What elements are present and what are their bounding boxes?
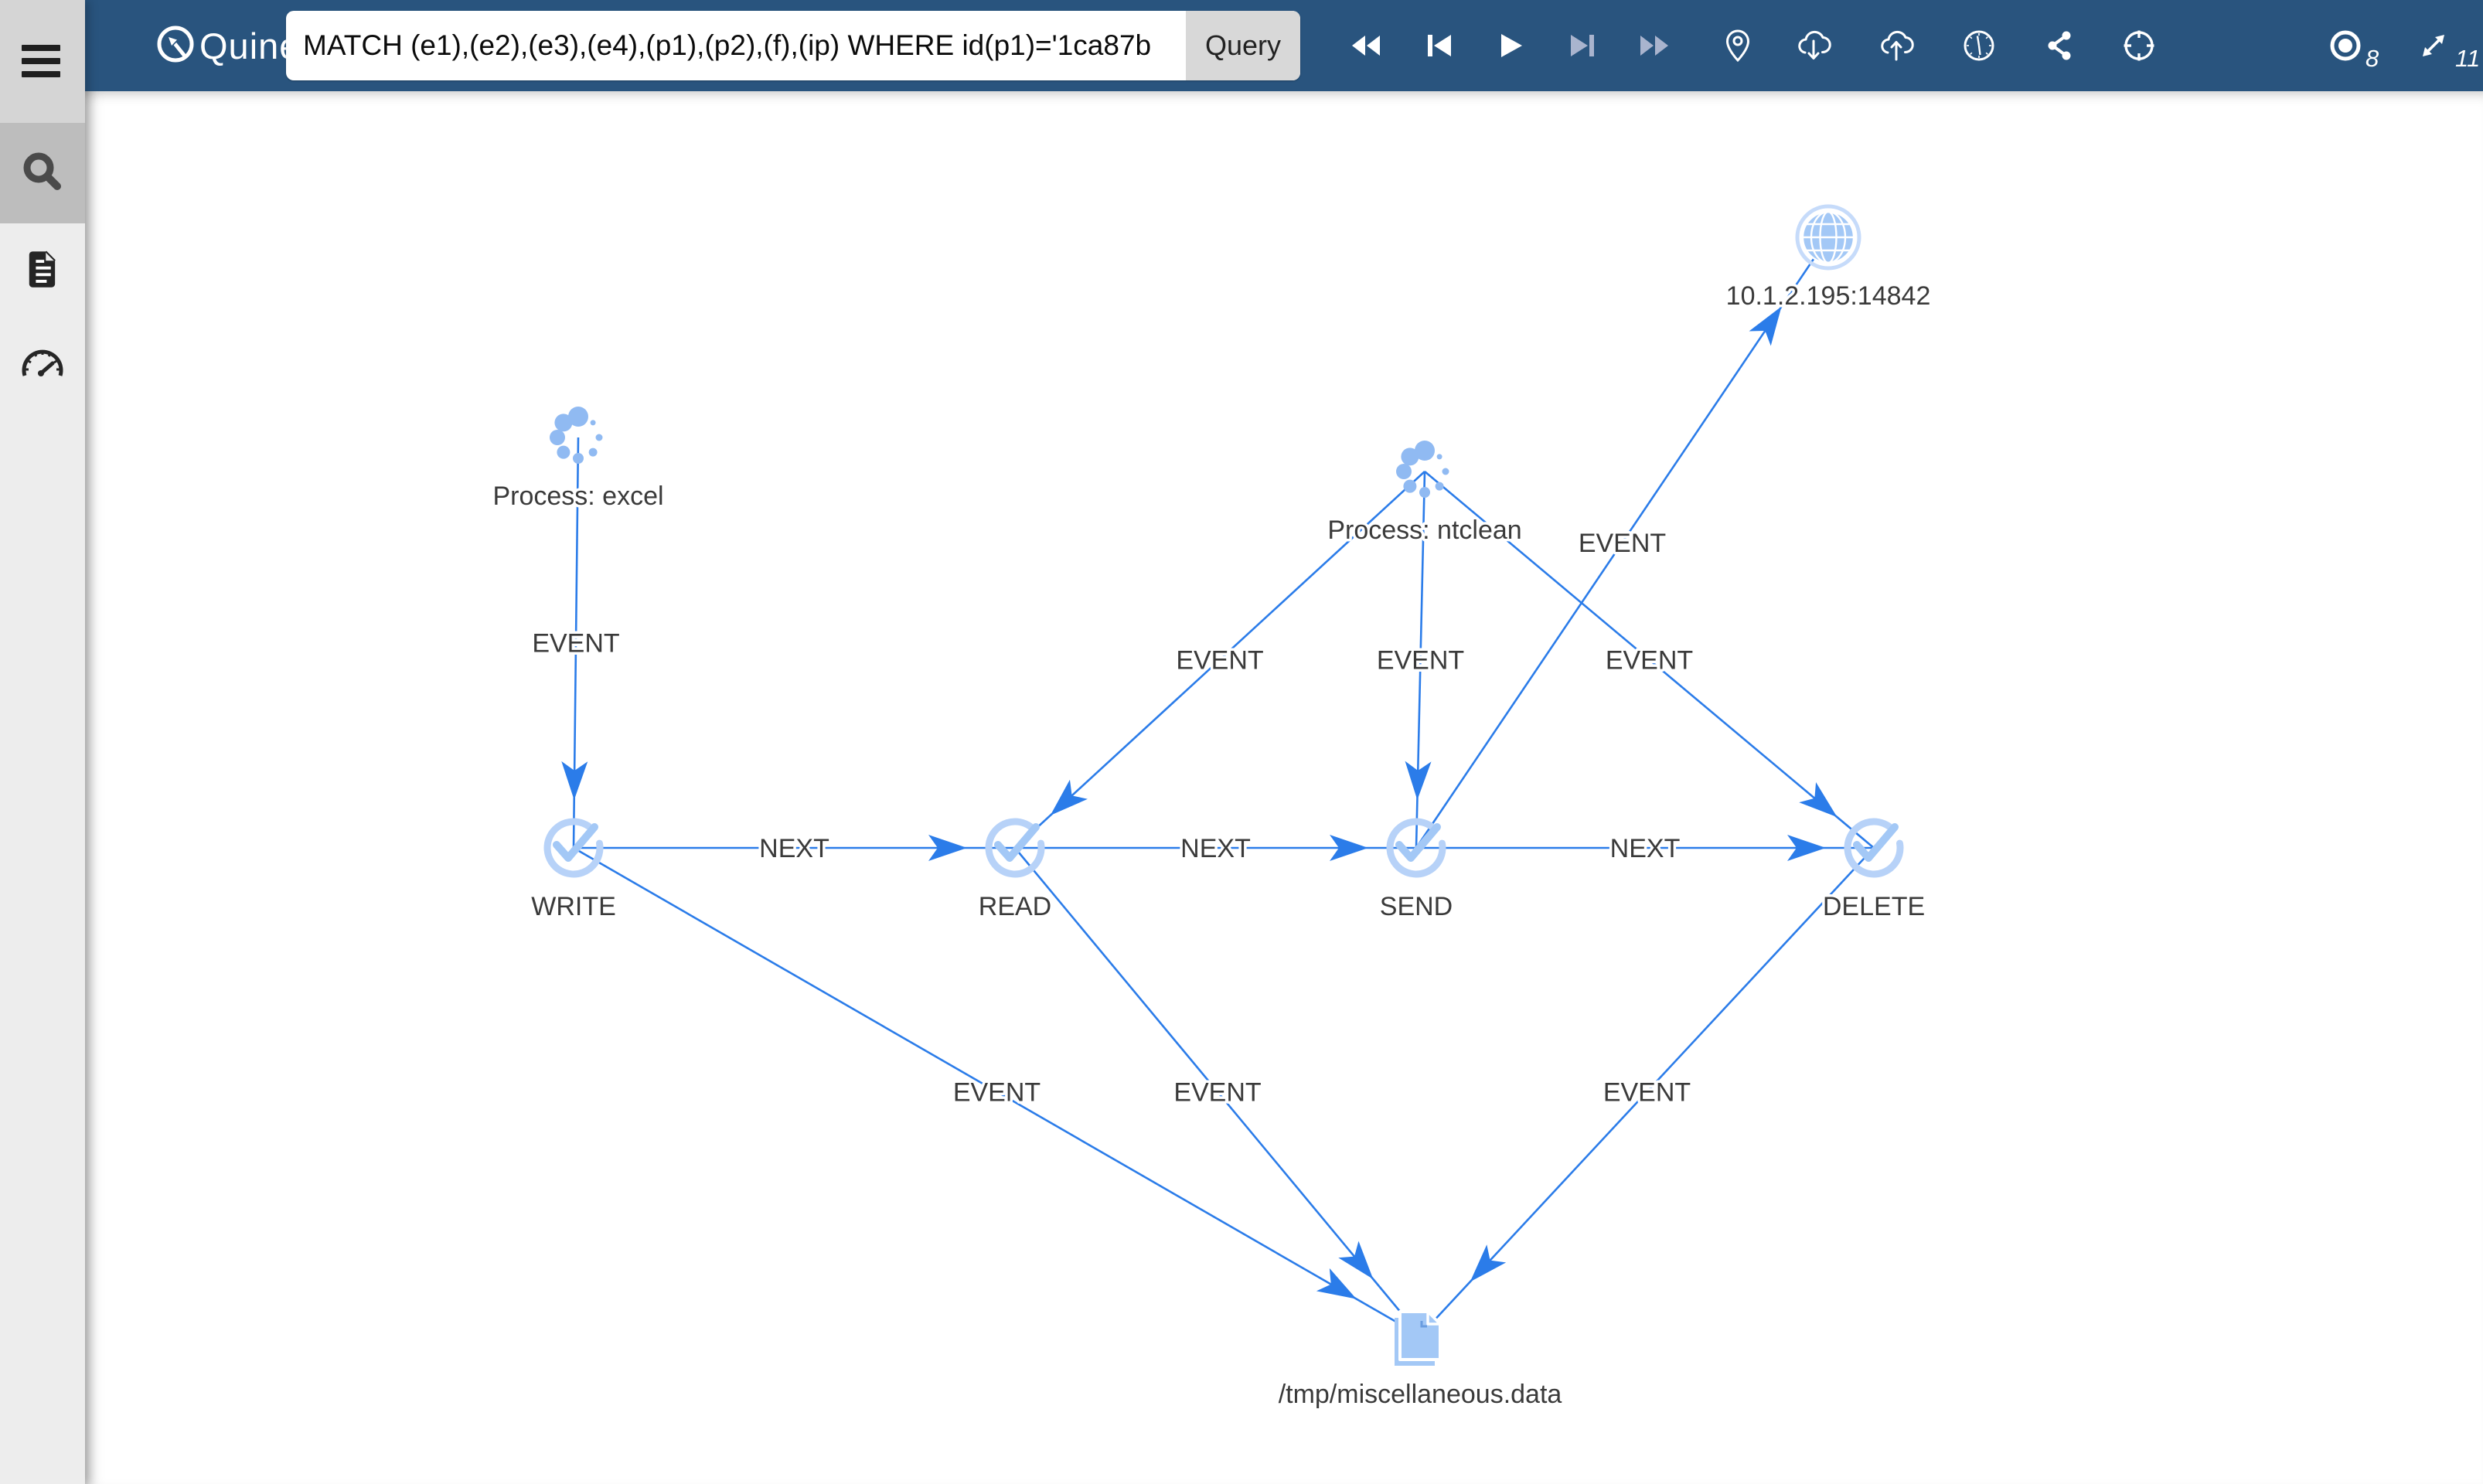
- file-icon: [1395, 1310, 1442, 1366]
- graph-edge: EVENT: [1419, 847, 1875, 1336]
- rewind-icon[interactable]: [1345, 26, 1385, 66]
- graph-edge: EVENT: [1415, 237, 1830, 849]
- graph-node-e2[interactable]: READ: [976, 818, 1054, 924]
- edge-arrowhead: [1338, 1241, 1374, 1279]
- edge-arrowhead: [928, 835, 967, 861]
- query-bar: Query: [286, 11, 1300, 80]
- graph-node-ip[interactable]: 10.1.2.195:14842: [1723, 204, 1933, 314]
- node-label: READ: [979, 892, 1051, 921]
- edge-arrowhead: [1330, 835, 1368, 861]
- node-label: /tmp/miscellaneous.data: [1279, 1380, 1562, 1409]
- query-button[interactable]: Query: [1186, 11, 1300, 80]
- graph-node-f[interactable]: /tmp/miscellaneous.data: [1276, 1310, 1565, 1412]
- node-label: DELETE: [1823, 892, 1925, 921]
- cloud-download-icon[interactable]: [1793, 26, 1834, 66]
- left-sidebar: [0, 0, 85, 1484]
- edge-arrowhead: [1050, 779, 1088, 816]
- expand-edge-count-icon[interactable]: [2413, 26, 2454, 66]
- play-icon[interactable]: [1490, 26, 1530, 66]
- record-node-count-icon[interactable]: [2325, 26, 2365, 66]
- map-pin-icon[interactable]: [1718, 26, 1758, 66]
- sidebar-item-documentation[interactable]: [0, 228, 85, 313]
- clock-icon[interactable]: [1959, 26, 1999, 66]
- node-label: WRITE: [531, 892, 616, 921]
- edge-arrowhead: [1405, 761, 1432, 801]
- globe-icon: [1795, 204, 1861, 271]
- quine-logo-text: Quine: [199, 25, 301, 66]
- hamburger-menu-icon[interactable]: [22, 45, 60, 84]
- check-circle-icon: [985, 818, 1045, 878]
- graph-edge: NEXT: [1416, 832, 1874, 866]
- graph-edge: EVENT: [1424, 471, 1875, 849]
- crosshair-icon[interactable]: [2119, 26, 2159, 66]
- graph-edge: EVENT: [1014, 471, 1425, 849]
- check-circle-icon: [1844, 818, 1904, 878]
- node-label: SEND: [1380, 892, 1453, 921]
- edge-arrowhead: [1749, 306, 1782, 346]
- edge-label: NEXT: [759, 834, 829, 863]
- fast-forward-icon[interactable]: [1635, 26, 1675, 66]
- edge-label: EVENT: [1579, 529, 1666, 558]
- graph-edge: EVENT: [530, 437, 622, 849]
- sidebar-header: [0, 0, 85, 123]
- edge-arrowhead: [1316, 1268, 1357, 1299]
- node-label: 10.1.2.195:14842: [1726, 281, 1931, 311]
- graph-node-e1[interactable]: WRITE: [529, 818, 618, 924]
- graph-node-p1[interactable]: Process: excel: [490, 407, 666, 514]
- skip-to-end-icon[interactable]: [1562, 26, 1603, 66]
- node-label: Process: excel: [492, 482, 663, 511]
- edge-label: EVENT: [1603, 1078, 1691, 1108]
- edge-label: EVENT: [1176, 646, 1263, 676]
- edge-arrowhead: [561, 761, 588, 801]
- graph-edge: NEXT: [574, 832, 1015, 866]
- edge-label: EVENT: [1606, 646, 1693, 676]
- sidebar-item-search[interactable]: [0, 123, 85, 223]
- share-icon[interactable]: [2039, 26, 2079, 66]
- edge-label: NEXT: [1180, 834, 1251, 863]
- graph-edge: EVENT: [1013, 847, 1422, 1336]
- sidebar-item-metrics[interactable]: [0, 326, 85, 411]
- graph-canvas[interactable]: EVENT EVENT EVENT EVENT EVENT NEXT NEXT NEXT EVE…: [85, 91, 2483, 1484]
- quine-logo: Quine: [153, 0, 300, 91]
- graph-svg[interactable]: EVENT EVENT EVENT EVENT EVENT NEXT NEXT NEXT EVE…: [85, 91, 2483, 1484]
- query-input[interactable]: [286, 11, 1186, 80]
- edge-count-badge: 11: [2455, 45, 2481, 72]
- graph-node-e4[interactable]: DELETE: [1820, 818, 1928, 924]
- check-circle-icon: [543, 818, 604, 878]
- edge-arrowhead: [1470, 1244, 1507, 1282]
- edge-label: EVENT: [1173, 1078, 1261, 1108]
- edge-label: NEXT: [1610, 834, 1681, 863]
- node-count-badge: 8: [2365, 45, 2379, 72]
- edge-arrowhead: [1787, 835, 1826, 861]
- edge-label: EVENT: [532, 629, 619, 659]
- edge-arrowhead: [1799, 782, 1838, 818]
- graph-edge: NEXT: [1015, 832, 1416, 866]
- graph-node-e3[interactable]: SEND: [1377, 818, 1456, 924]
- graph-node-p2[interactable]: Process: ntclean: [1325, 441, 1524, 548]
- top-toolbar: Quine Query: [85, 0, 2483, 91]
- spinner-icon: [1396, 441, 1449, 498]
- node-label: Process: ntclean: [1327, 516, 1521, 545]
- gauge-icon: [19, 343, 66, 395]
- spinner-icon: [550, 407, 603, 464]
- check-circle-icon: [1386, 818, 1446, 878]
- quine-logo-q-icon: [157, 26, 194, 63]
- edge-label: EVENT: [1377, 646, 1464, 676]
- graph-edge: EVENT: [1374, 471, 1467, 849]
- document-icon: [21, 247, 64, 294]
- edge-label: EVENT: [953, 1078, 1041, 1108]
- cloud-upload-icon[interactable]: [1876, 26, 1916, 66]
- search-icon: [18, 147, 67, 200]
- graph-edge: EVENT: [573, 846, 1421, 1337]
- skip-to-start-icon[interactable]: [1419, 26, 1459, 66]
